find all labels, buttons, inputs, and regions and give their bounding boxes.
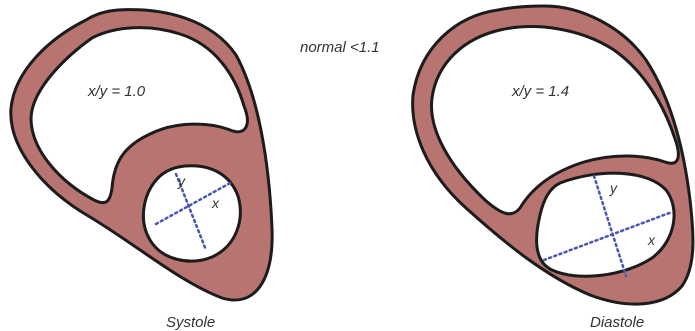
systole-left-cavity xyxy=(143,166,240,261)
systole-ratio-label: x/y = 1.0 xyxy=(87,83,146,100)
systole-heart: y x x/y = 1.0 Systole xyxy=(11,10,272,331)
systole-axis-y-label: y xyxy=(177,173,186,189)
diastole-caption: Diastole xyxy=(590,314,644,331)
systole-caption: Systole xyxy=(166,314,215,331)
diastole-ratio-label: x/y = 1.4 xyxy=(511,83,569,100)
diastole-axis-y-label: y xyxy=(609,180,618,196)
diastole-axis-x-label: x xyxy=(647,232,656,248)
diastole-heart: y x x/y = 1.4 Diastole xyxy=(413,6,693,331)
normal-reference-label: normal <1.1 xyxy=(300,39,380,56)
systole-axis-x-label: x xyxy=(211,195,220,211)
